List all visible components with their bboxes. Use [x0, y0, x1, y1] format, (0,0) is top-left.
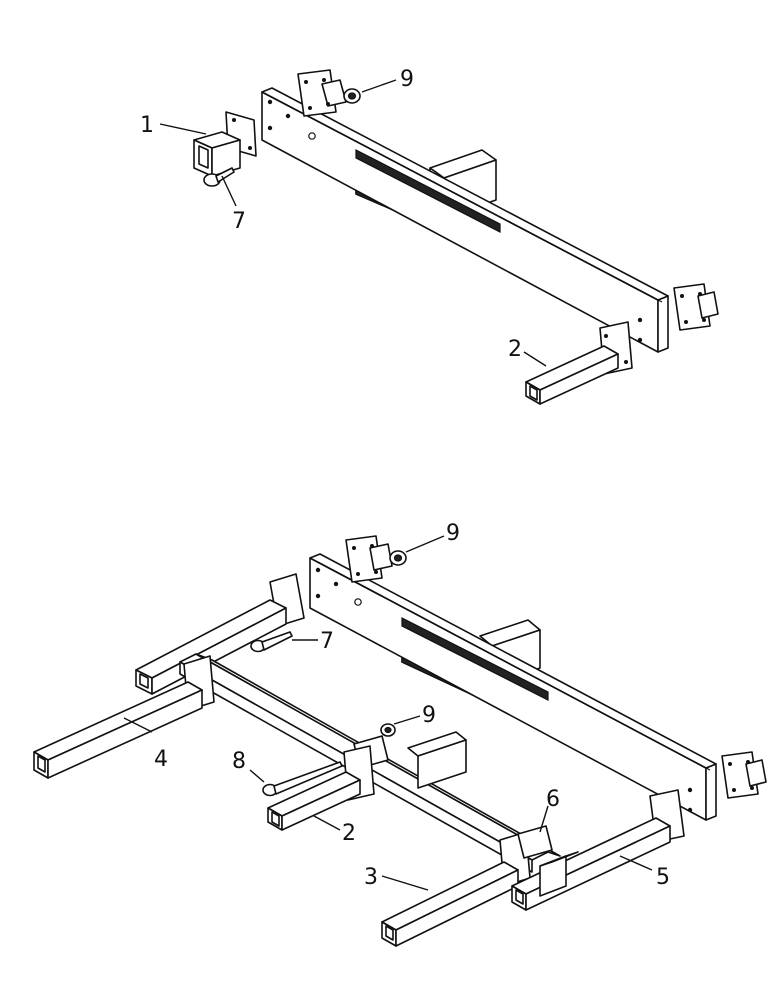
bottom-part-3-arm	[381, 831, 531, 947]
bottom-part-6-clamp	[517, 825, 579, 897]
bottom-main-bar	[309, 553, 717, 821]
bottom-callout-6: 6	[546, 787, 560, 812]
top-clamp-plate-right	[673, 283, 719, 331]
bottom-callout-3: 3	[364, 865, 378, 890]
bottom-leader-lines	[123, 535, 653, 891]
bottom-callout-7: 7	[320, 629, 334, 654]
top-callout-2: 2	[508, 337, 522, 362]
top-callout-1: 1	[140, 113, 154, 138]
bottom-mid-rear-tube	[407, 731, 467, 789]
bottom-nut-9-top	[389, 550, 407, 566]
bottom-callout-8: 8	[232, 749, 246, 774]
bottom-callout-2: 2	[342, 821, 356, 846]
bottom-callout-9-mid: 9	[422, 703, 436, 728]
top-callout-9: 9	[400, 67, 414, 92]
top-bolt-7	[203, 167, 235, 187]
bottom-part-5-arm	[511, 789, 685, 911]
bottom-bolt-7	[250, 631, 293, 653]
top-leader-lines	[159, 79, 547, 367]
bottom-clamp-plate-top	[345, 535, 393, 583]
bottom-callout-4: 4	[154, 747, 168, 772]
bottom-part-4-arm	[33, 655, 215, 779]
bottom-callout-9-top: 9	[446, 521, 460, 546]
top-nut-9	[343, 88, 361, 104]
top-part-2-tube	[525, 321, 633, 405]
bottom-clamp-plate-right	[721, 751, 767, 799]
top-clamp-plate-left	[297, 69, 347, 117]
top-callout-7: 7	[232, 209, 246, 234]
top-part-1-stub	[193, 111, 257, 177]
bottom-part-2-tube	[267, 745, 375, 831]
bottom-assembly: 9 7 9 4 8 2 6 3 5	[33, 521, 767, 947]
bottom-callout-5: 5	[656, 865, 670, 890]
top-assembly: 1 7 9 2	[140, 67, 719, 405]
top-main-bar	[261, 87, 669, 353]
bottom-bolt-8	[262, 761, 343, 797]
